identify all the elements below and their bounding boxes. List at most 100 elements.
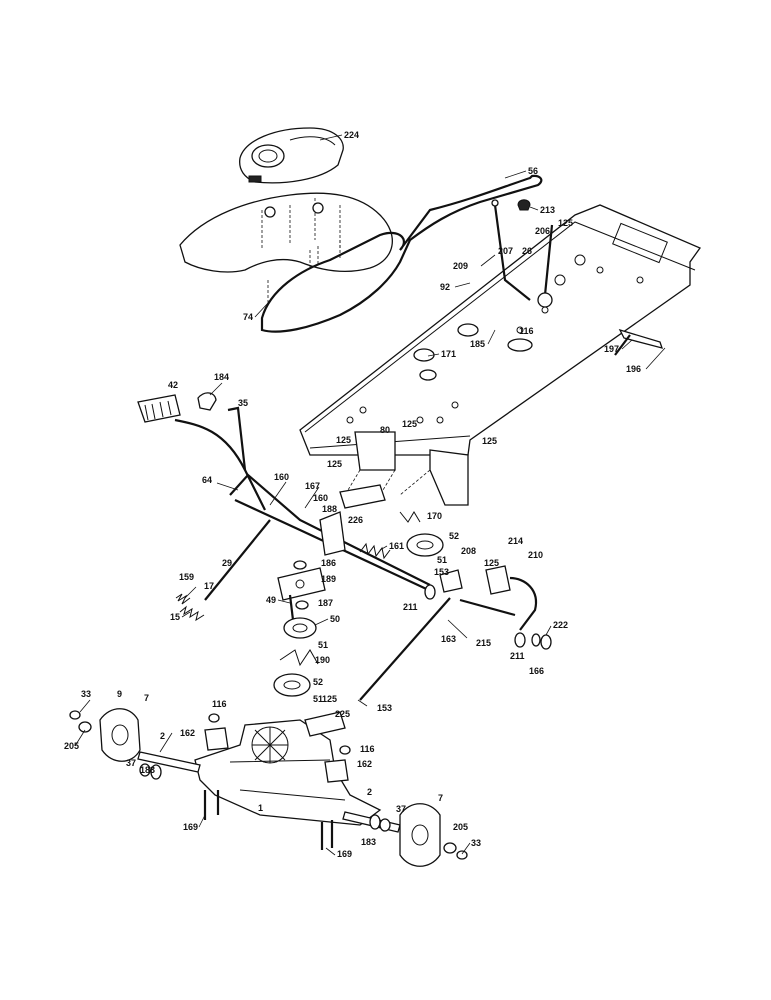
axle-left xyxy=(137,751,201,773)
pulley-52-lower xyxy=(273,673,311,697)
pedal-pad-42 xyxy=(137,394,181,423)
bolts-169-right xyxy=(320,820,334,850)
callout-15: 15 xyxy=(170,612,180,622)
callout-56: 56 xyxy=(528,166,538,176)
seat-pan-fender xyxy=(179,192,393,273)
callout-125: 125 xyxy=(482,436,497,446)
callout-37: 37 xyxy=(396,804,406,814)
spacer-186 xyxy=(293,560,307,570)
callout-207: 207 xyxy=(498,246,513,256)
callout-211: 211 xyxy=(510,651,525,661)
callout-51: 51 xyxy=(437,555,447,565)
transaxle-1 xyxy=(194,719,382,826)
callout-153: 153 xyxy=(434,567,449,577)
spring-15 xyxy=(179,605,205,622)
callout-64: 64 xyxy=(202,475,212,485)
pedal-214 xyxy=(485,565,511,595)
callout-74: 74 xyxy=(243,312,253,322)
hub-7-right xyxy=(399,803,441,867)
callout-26: 26 xyxy=(522,246,532,256)
belt-guide-bolts xyxy=(267,240,341,305)
callout-42: 42 xyxy=(168,380,178,390)
callout-162: 162 xyxy=(180,728,195,738)
washers-right xyxy=(369,814,468,860)
callout-161: 161 xyxy=(389,541,404,551)
callout-213: 213 xyxy=(540,205,555,215)
callout-125: 125 xyxy=(402,419,417,429)
spring-159 xyxy=(175,593,191,605)
drive-belt-56 xyxy=(260,174,543,333)
washer-222 xyxy=(540,634,552,650)
callout-52: 52 xyxy=(313,677,323,687)
callout-2: 2 xyxy=(160,731,165,741)
pedal-shaft-35 xyxy=(174,406,266,511)
frame-bracket-80 xyxy=(344,431,469,506)
callout-125: 125 xyxy=(327,459,342,469)
callout-183: 183 xyxy=(140,765,155,775)
callout-211: 211 xyxy=(403,602,418,612)
pulley-52-upper xyxy=(406,533,444,557)
cross-shaft-64 xyxy=(229,473,436,594)
callout-169: 169 xyxy=(183,822,198,832)
shift-knob-213 xyxy=(517,199,531,211)
callout-197: 197 xyxy=(604,344,619,354)
bolt-49 xyxy=(288,594,295,621)
bracket-162-right xyxy=(324,745,351,783)
callout-187: 187 xyxy=(318,598,333,608)
callout-163: 163 xyxy=(441,634,456,644)
callout-189: 189 xyxy=(321,574,336,584)
callout-50: 50 xyxy=(330,614,340,624)
callout-116: 116 xyxy=(212,699,227,709)
callout-52: 52 xyxy=(449,531,459,541)
bracket-208 xyxy=(439,569,463,593)
bracket-226 xyxy=(339,484,386,509)
bushing-211 xyxy=(424,584,526,648)
idler-pulley-50 xyxy=(283,617,317,639)
callout-9: 9 xyxy=(117,689,122,699)
callout-162: 162 xyxy=(357,759,372,769)
callout-185: 185 xyxy=(470,339,485,349)
callout-51: 51 xyxy=(318,640,328,650)
callout-196: 196 xyxy=(626,364,641,374)
callout-166: 166 xyxy=(529,666,544,676)
callout-37: 37 xyxy=(126,758,136,768)
callout-49: 49 xyxy=(266,595,276,605)
callout-125: 125 xyxy=(322,694,337,704)
callout-171: 171 xyxy=(441,349,456,359)
callout-35: 35 xyxy=(238,398,248,408)
leader-lines xyxy=(74,134,666,856)
callout-125: 125 xyxy=(484,558,499,568)
callout-17: 17 xyxy=(204,581,214,591)
cap-184 xyxy=(197,392,217,411)
callout-51: 51 xyxy=(313,694,323,704)
callout-183: 183 xyxy=(361,837,376,847)
callout-29: 29 xyxy=(222,558,232,568)
brake-rod-197 xyxy=(614,328,663,356)
callout-125: 125 xyxy=(558,218,573,228)
washer-187 xyxy=(295,600,309,610)
brake-arm-210 xyxy=(459,576,538,631)
callout-205: 205 xyxy=(64,741,79,751)
callout-215: 215 xyxy=(476,638,491,648)
callout-224: 224 xyxy=(344,130,359,140)
callout-190: 190 xyxy=(315,655,330,665)
callout-7: 7 xyxy=(438,793,443,803)
callouts: 224 56 213 125 207 206 26 209 92 74 116 … xyxy=(64,130,641,859)
spring-161 xyxy=(359,542,391,560)
callout-153: 153 xyxy=(377,703,392,713)
callout-116: 116 xyxy=(360,744,375,754)
rod-163 xyxy=(359,597,451,701)
callout-159: 159 xyxy=(179,572,194,582)
lift-handle-209 xyxy=(491,199,531,301)
callout-125: 125 xyxy=(336,435,351,445)
callout-210: 210 xyxy=(528,550,543,560)
callout-1: 1 xyxy=(258,803,263,813)
callout-170: 170 xyxy=(427,511,442,521)
callout-167: 167 xyxy=(305,481,320,491)
callout-214: 214 xyxy=(508,536,523,546)
callout-169: 169 xyxy=(337,849,352,859)
callout-33: 33 xyxy=(81,689,91,699)
washers-left xyxy=(69,710,162,780)
callout-186: 186 xyxy=(321,558,336,568)
